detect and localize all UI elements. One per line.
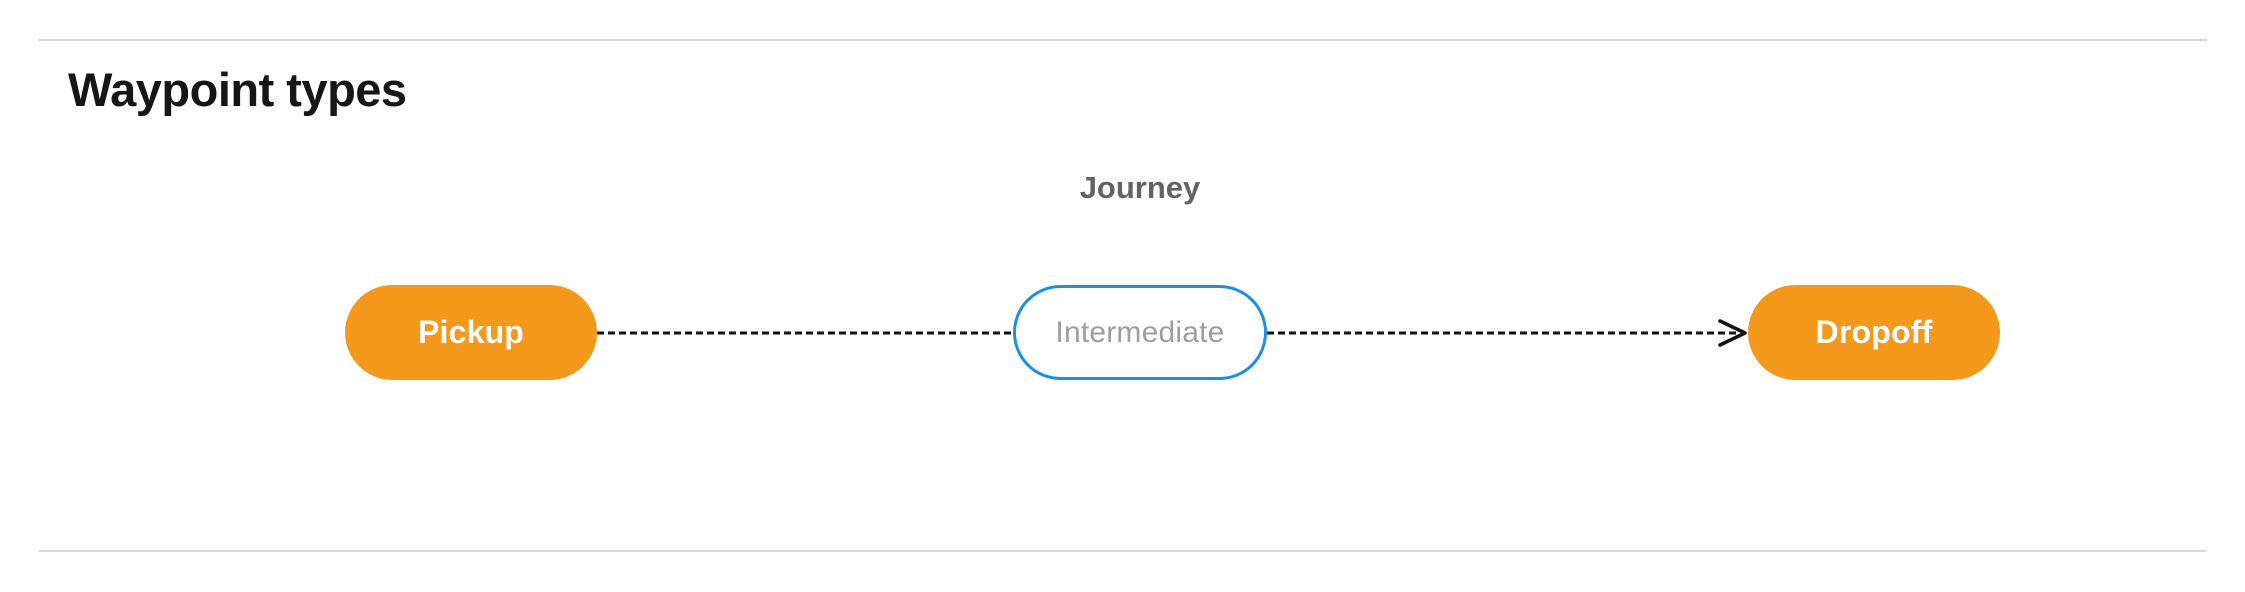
- node-pickup-label: Pickup: [417, 314, 525, 350]
- top-divider: [39, 39, 2207, 41]
- bottom-divider: [39, 550, 2206, 552]
- node-dropoff: Dropoff: [1748, 285, 2000, 380]
- node-pickup: Pickup: [345, 285, 597, 380]
- arrowhead-icon: [1718, 319, 1747, 347]
- journey-group-label: Journey: [1079, 170, 1201, 205]
- node-intermediate: Intermediate: [1013, 285, 1267, 380]
- node-dropoff-label: Dropoff: [1815, 314, 1933, 350]
- section-title: Waypoint types: [68, 63, 407, 116]
- node-intermediate-label: Intermediate: [1055, 315, 1225, 349]
